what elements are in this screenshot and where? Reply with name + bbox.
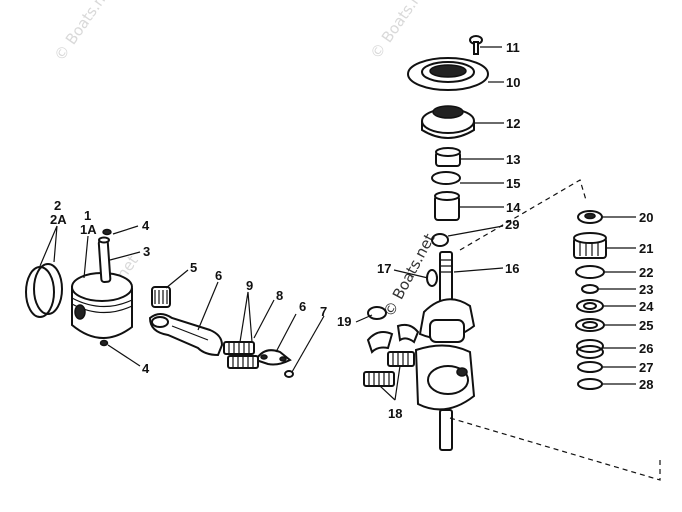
bearing-retainer-ring — [367, 306, 387, 320]
callout-1: 1 — [84, 208, 91, 223]
wrist-pin-bearing — [151, 286, 171, 308]
callout-8: 8 — [276, 288, 283, 303]
callout-2: 2 — [54, 198, 61, 213]
callout-6-cap: 6 — [299, 299, 306, 314]
piston — [71, 272, 133, 339]
callout-5: 5 — [190, 260, 197, 275]
retainer-plate — [407, 57, 489, 91]
leader-lines — [39, 46, 636, 401]
connecting-rod — [148, 313, 224, 357]
alignment-lines — [449, 179, 661, 481]
callout-12: 12 — [506, 116, 520, 131]
callout-14: 14 — [506, 200, 521, 215]
watermark-top-center: © Boats.net — [367, 0, 434, 62]
callout-6-rod: 6 — [215, 268, 222, 283]
rod-screw — [284, 370, 294, 378]
lower-stack — [573, 210, 607, 390]
callout-29: 29 — [505, 217, 519, 232]
callout-labels: 1 1A 2 2A 3 4 4 5 6 6 7 8 9 10 11 12 13 … — [50, 40, 654, 421]
piston-rings — [25, 263, 63, 318]
callout-4-bottom: 4 — [142, 361, 150, 376]
callout-18: 18 — [388, 406, 402, 421]
main-bearing — [434, 191, 460, 221]
callout-15: 15 — [506, 176, 520, 191]
callout-26: 26 — [639, 341, 653, 356]
callout-23: 23 — [639, 282, 653, 297]
callout-1a: 1A — [80, 222, 97, 237]
screw — [469, 35, 483, 55]
callout-17: 17 — [377, 261, 391, 276]
snap-ring — [431, 233, 449, 247]
callout-10: 10 — [506, 75, 520, 90]
pin-retainers — [99, 228, 112, 347]
callout-3: 3 — [143, 244, 150, 259]
woodruff-key — [426, 269, 438, 287]
callout-11: 11 — [506, 40, 520, 55]
callout-24: 24 — [639, 299, 654, 314]
callout-2a: 2A — [50, 212, 67, 227]
callout-25: 25 — [639, 318, 653, 333]
callout-16: 16 — [505, 261, 519, 276]
callout-7: 7 — [320, 304, 327, 319]
callout-27: 27 — [639, 360, 653, 375]
callout-9: 9 — [246, 278, 253, 293]
rod-bearing-cages — [223, 341, 259, 369]
callout-19: 19 — [337, 314, 351, 329]
callout-13: 13 — [506, 152, 520, 167]
callout-28: 28 — [639, 377, 653, 392]
crankshaft — [414, 251, 476, 451]
bearing-housing — [421, 105, 475, 139]
seal-ring — [431, 171, 461, 185]
upper-bushing — [435, 147, 461, 167]
piston-pin — [97, 236, 112, 284]
callout-20: 20 — [639, 210, 653, 225]
callout-21: 21 — [639, 241, 653, 256]
center-bearing-halves — [363, 323, 420, 387]
callout-22: 22 — [639, 265, 653, 280]
rod-cap — [254, 349, 292, 366]
watermark-top-left: © Boats.net — [51, 0, 118, 64]
callout-4-top: 4 — [142, 218, 150, 233]
